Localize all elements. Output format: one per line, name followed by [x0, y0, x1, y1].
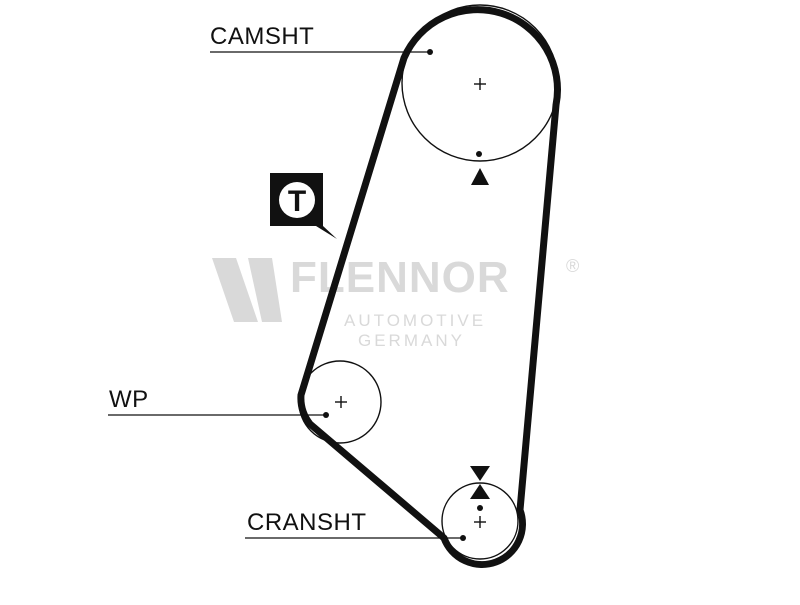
crankshaft-label: CRANSHT	[247, 509, 367, 536]
water-pump-center-cross	[335, 396, 347, 408]
camshaft-center-cross	[474, 78, 486, 90]
timing-arrow-bowtie-icon	[470, 466, 490, 499]
watermark-line1: AUTOMOTIVE	[344, 311, 486, 330]
camshaft-timing-dot	[476, 151, 482, 157]
watermark-registered: ®	[566, 256, 579, 276]
watermark-brand: FLENNOR	[290, 253, 510, 302]
brand-watermark: FLENNOR ® AUTOMOTIVE GERMANY	[212, 253, 579, 350]
flennor-logo-mark	[212, 258, 258, 322]
watermark-line2: GERMANY	[358, 331, 465, 350]
flennor-logo-mark-right	[248, 258, 282, 322]
timing-belt	[297, 6, 561, 568]
water-pump-label: WP	[109, 386, 149, 413]
crankshaft-center-cross	[474, 516, 486, 528]
camshaft-label: CAMSHT	[210, 23, 315, 50]
crankshaft-pulley	[441, 482, 519, 560]
timing-arrow-up-icon	[471, 168, 489, 185]
tensioner-symbol: T	[288, 185, 306, 218]
crankshaft-timing-dot	[477, 505, 483, 511]
tensioner-callout-icon: T	[270, 173, 337, 239]
